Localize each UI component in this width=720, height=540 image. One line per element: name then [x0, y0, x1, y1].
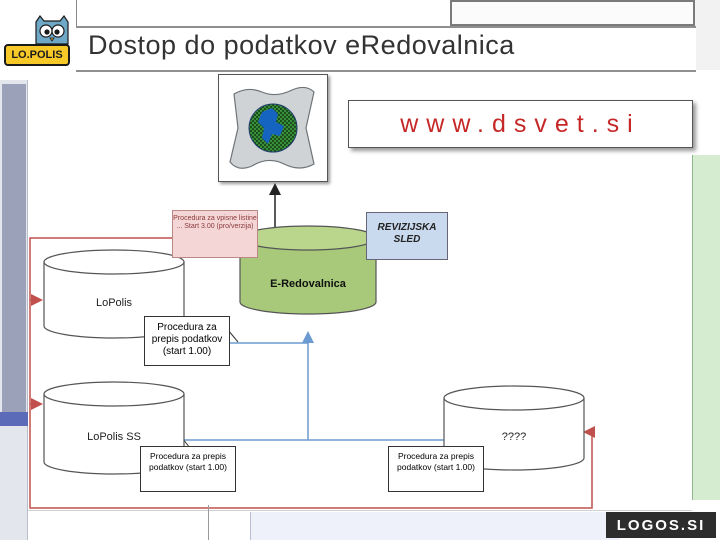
footer-divider	[208, 505, 209, 540]
globe-icon	[229, 86, 315, 169]
owl-logo-icon	[35, 14, 69, 45]
lopolis-ss-label: LoPolis SS	[87, 431, 141, 443]
slide-left-strip	[2, 84, 26, 414]
top-grid-right	[450, 0, 695, 26]
website-url: www.dsvet.si	[400, 110, 641, 138]
eredovalnica-database	[239, 225, 377, 315]
lopolis-label: LoPolis	[95, 297, 133, 309]
unknown-database-label: ????	[501, 431, 527, 443]
logos-footer-logo: LOGOS.SI	[606, 512, 716, 538]
top-grid-left	[76, 0, 456, 26]
eredovalnica-label: E-Redovalnica	[270, 278, 346, 290]
procedure-callout-bottom-left: Procedura za prepis podatkov (start 1.00…	[140, 446, 236, 492]
audit-trail-box: REVIZIJSKA SLED	[366, 212, 448, 260]
url-box	[348, 100, 693, 148]
title-bar	[76, 26, 696, 72]
lopolis-logo: LO.POLIS	[4, 44, 70, 66]
slide-footer-panel	[250, 512, 620, 540]
procedure-callout-top: Procedura za prepis podatkov (start 1.00…	[144, 316, 230, 366]
procedure-callout-bottom-right: Procedura za prepis podatkov (start 1.00…	[388, 446, 484, 492]
slide-title: Dostop do podatkov eRedovalnica	[88, 30, 515, 60]
slide-left-accent	[0, 412, 28, 426]
slide-right-panel	[692, 155, 720, 500]
procedure-note-pink: Procedura za vpisne listine ... Start 3.…	[172, 210, 258, 258]
